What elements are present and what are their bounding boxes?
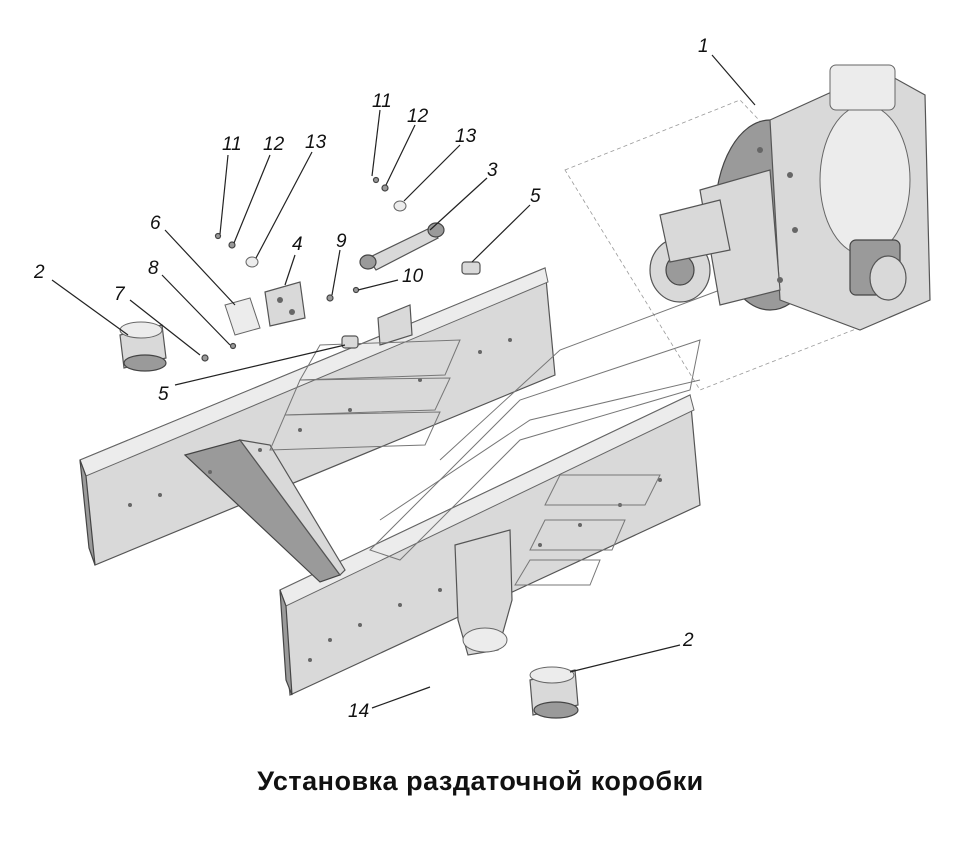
callout-10: 10 xyxy=(402,266,424,287)
transfer-case xyxy=(649,64,931,331)
callout-11-right: 11 xyxy=(372,91,392,112)
callout-2-upper: 2 xyxy=(33,262,45,283)
rear-rail-bracket xyxy=(377,304,413,346)
callout-14: 14 xyxy=(348,701,369,722)
fasteners xyxy=(201,176,407,362)
rivet-holes xyxy=(128,338,662,662)
callout-5-right: 5 xyxy=(530,186,541,207)
diagram-caption: Установка раздаточной коробки xyxy=(257,766,704,796)
callout-11-left: 11 xyxy=(222,134,242,155)
callout-1: 1 xyxy=(698,36,709,57)
callout-12-left: 12 xyxy=(263,134,285,155)
callout-12-right: 12 xyxy=(407,106,429,127)
callout-13-right: 13 xyxy=(455,126,477,147)
rubber-cushion-upper xyxy=(119,321,167,372)
callout-9: 9 xyxy=(336,231,347,252)
callout-3: 3 xyxy=(487,160,498,181)
callout-13-left: 13 xyxy=(305,132,327,153)
link-rod xyxy=(359,222,445,271)
callout-4: 4 xyxy=(292,234,303,255)
callout-7: 7 xyxy=(114,284,126,305)
callout-2-lower: 2 xyxy=(682,630,694,651)
callout-5-left: 5 xyxy=(158,384,169,405)
bushing-upper xyxy=(461,261,481,275)
mounting-plate xyxy=(264,281,306,327)
callout-labels: 1 2 2 3 4 5 5 6 7 8 9 10 11 11 12 12 13 … xyxy=(33,36,709,722)
callout-6: 6 xyxy=(150,213,161,234)
chassis-frame xyxy=(79,267,701,696)
callout-8: 8 xyxy=(148,258,159,279)
shim-plate xyxy=(224,297,261,336)
bushing-on-rail xyxy=(341,335,359,349)
leader-lines xyxy=(51,54,756,709)
placement-guides xyxy=(269,289,721,586)
rubber-cushion-lower xyxy=(529,666,579,719)
